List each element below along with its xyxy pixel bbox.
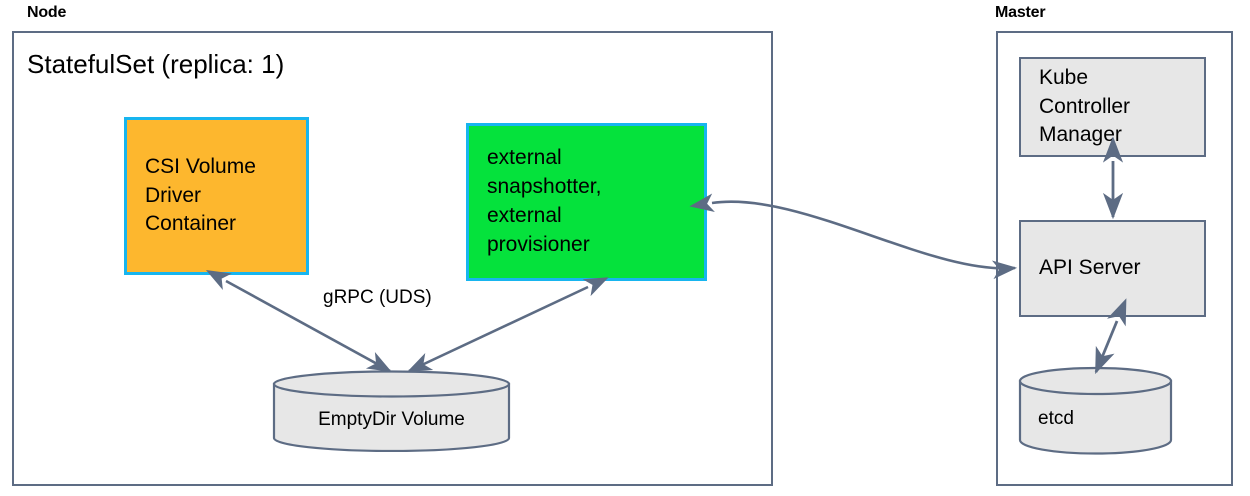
external-sidecars-box[interactable]: external snapshotter, external provision… xyxy=(466,123,707,281)
kube-controller-manager-label: Kube Controller Manager xyxy=(1039,65,1131,147)
etcd-cylinder[interactable]: etcd xyxy=(1018,366,1173,456)
emptydir-volume-shape xyxy=(272,370,511,453)
group-label-node: Node xyxy=(27,4,67,21)
group-label-master: Master xyxy=(995,4,1046,21)
csi-volume-driver-container-label: CSI Volume Driver Container xyxy=(145,154,256,236)
emptydir-volume-cylinder[interactable]: EmptyDir Volume xyxy=(272,370,511,453)
emptydir-volume-label: EmptyDir Volume xyxy=(318,409,465,430)
external-sidecars-label: external snapshotter, external provision… xyxy=(487,146,602,256)
etcd-shape xyxy=(1018,366,1173,455)
etcd-label: etcd xyxy=(1038,408,1074,429)
csi-volume-driver-container-box[interactable]: CSI Volume Driver Container xyxy=(124,117,309,275)
api-server-box[interactable]: API Server xyxy=(1019,220,1206,317)
statefulset-title: StatefulSet (replica: 1) xyxy=(27,49,285,79)
api-server-label: API Server xyxy=(1039,256,1141,280)
kube-controller-manager-box[interactable]: Kube Controller Manager xyxy=(1019,57,1206,157)
grpc-uds-edge-label: gRPC (UDS) xyxy=(323,287,432,308)
